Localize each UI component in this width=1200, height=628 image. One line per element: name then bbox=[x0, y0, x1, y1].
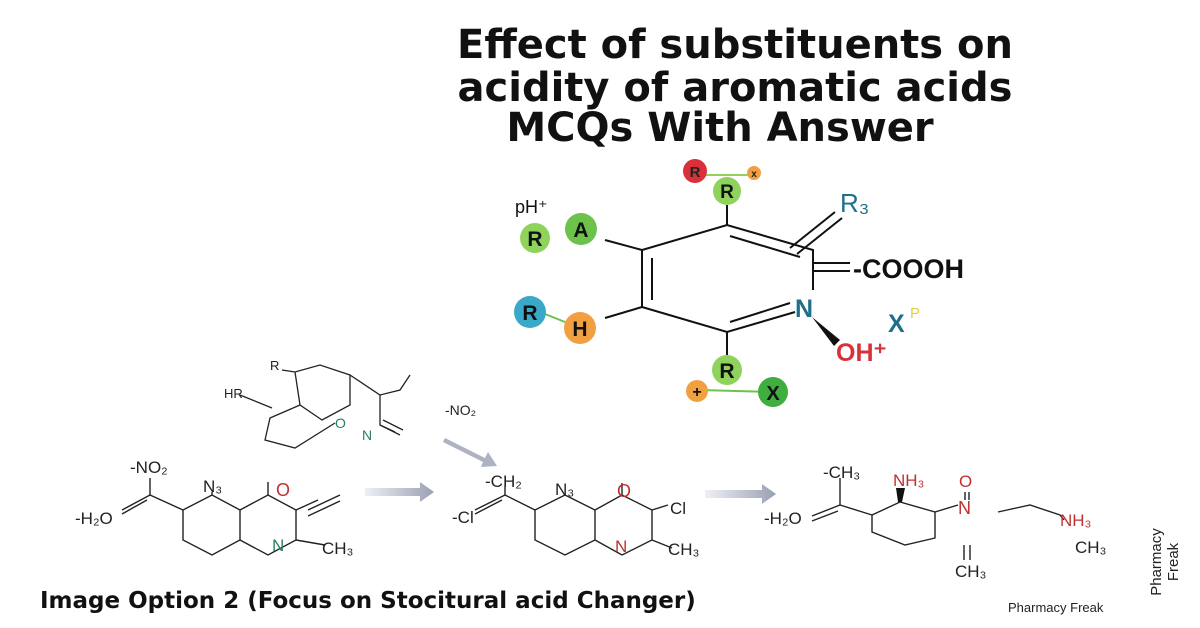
reaction-arrows bbox=[365, 438, 776, 504]
svg-text:X: X bbox=[766, 383, 780, 405]
image-caption: Image Option 2 (Focus on Stocitural acid… bbox=[40, 588, 696, 614]
right-ch3-right: CH₃ bbox=[1075, 538, 1106, 557]
watermark-vertical: Pharmacy Freak bbox=[1148, 528, 1182, 596]
top-no2: -NO₂ bbox=[445, 402, 476, 418]
wedge-bond bbox=[812, 317, 840, 346]
main-ring bbox=[604, 205, 850, 355]
svg-text:R: R bbox=[527, 228, 542, 251]
right-molecule bbox=[811, 478, 1065, 560]
middle-ch2: -CH₂ bbox=[485, 472, 522, 491]
substituent-bubbles: R x R R A R H R + X bbox=[514, 159, 788, 407]
title-line-1: Effect of substituents on bbox=[457, 22, 1013, 68]
p-label: P bbox=[910, 305, 920, 322]
middle-cl-left: -Cl bbox=[452, 508, 474, 527]
svg-text:R: R bbox=[720, 182, 734, 203]
right-nh3-left: NH₃ bbox=[893, 471, 924, 490]
middle-molecule bbox=[474, 483, 673, 556]
middle-cl-right: Cl bbox=[670, 499, 686, 518]
right-o: O bbox=[959, 472, 972, 491]
r3-label: R₃ bbox=[840, 188, 869, 218]
top-molecule bbox=[239, 364, 411, 449]
title-line-2: acidity of aromatic acids bbox=[457, 65, 1013, 111]
oh-label: OH⁺ bbox=[836, 339, 887, 367]
arrow-diagonal bbox=[443, 438, 497, 467]
svg-text:A: A bbox=[573, 219, 588, 242]
cooh-label: -COOOH bbox=[853, 254, 964, 284]
svg-text:H: H bbox=[572, 318, 587, 341]
left-n: N bbox=[272, 536, 284, 555]
left-ch3: CH₃ bbox=[322, 539, 353, 558]
arrow-right-1 bbox=[365, 482, 434, 502]
middle-ch3: CH₃ bbox=[668, 540, 699, 559]
svg-text:R: R bbox=[719, 360, 734, 383]
n-label: N bbox=[795, 295, 813, 323]
middle-o: O bbox=[617, 481, 631, 501]
middle-n3: N₃ bbox=[555, 480, 574, 499]
svg-text:R: R bbox=[690, 164, 701, 181]
right-nh3-right: NH₃ bbox=[1060, 511, 1091, 530]
left-molecule bbox=[121, 478, 341, 556]
svg-text:+: + bbox=[692, 384, 701, 401]
x-label: X bbox=[888, 310, 905, 338]
title-line-3: MCQs With Answer bbox=[506, 105, 934, 151]
right-ch3-bottom: CH₃ bbox=[955, 562, 986, 581]
top-hr: HR bbox=[224, 386, 243, 401]
left-n3: N₃ bbox=[203, 477, 222, 496]
right-wedge-bond bbox=[896, 488, 905, 502]
right-n: N bbox=[958, 498, 971, 518]
svg-text:R: R bbox=[522, 302, 537, 325]
middle-n: N bbox=[615, 537, 627, 556]
top-r: R bbox=[270, 358, 279, 373]
left-o: O bbox=[276, 480, 290, 500]
top-o: O bbox=[335, 415, 346, 431]
watermark: Pharmacy Freak bbox=[1008, 600, 1104, 615]
left-h2o: -H₂O bbox=[75, 509, 113, 528]
left-no2: -NO₂ bbox=[130, 458, 168, 477]
svg-text:x: x bbox=[751, 169, 757, 180]
ph-label: pH⁺ bbox=[515, 197, 548, 217]
top-n: N bbox=[362, 427, 372, 443]
arrow-right-2 bbox=[705, 484, 776, 504]
right-ch3-top: -CH₃ bbox=[823, 463, 860, 482]
right-h2o: -H₂O bbox=[764, 509, 802, 528]
